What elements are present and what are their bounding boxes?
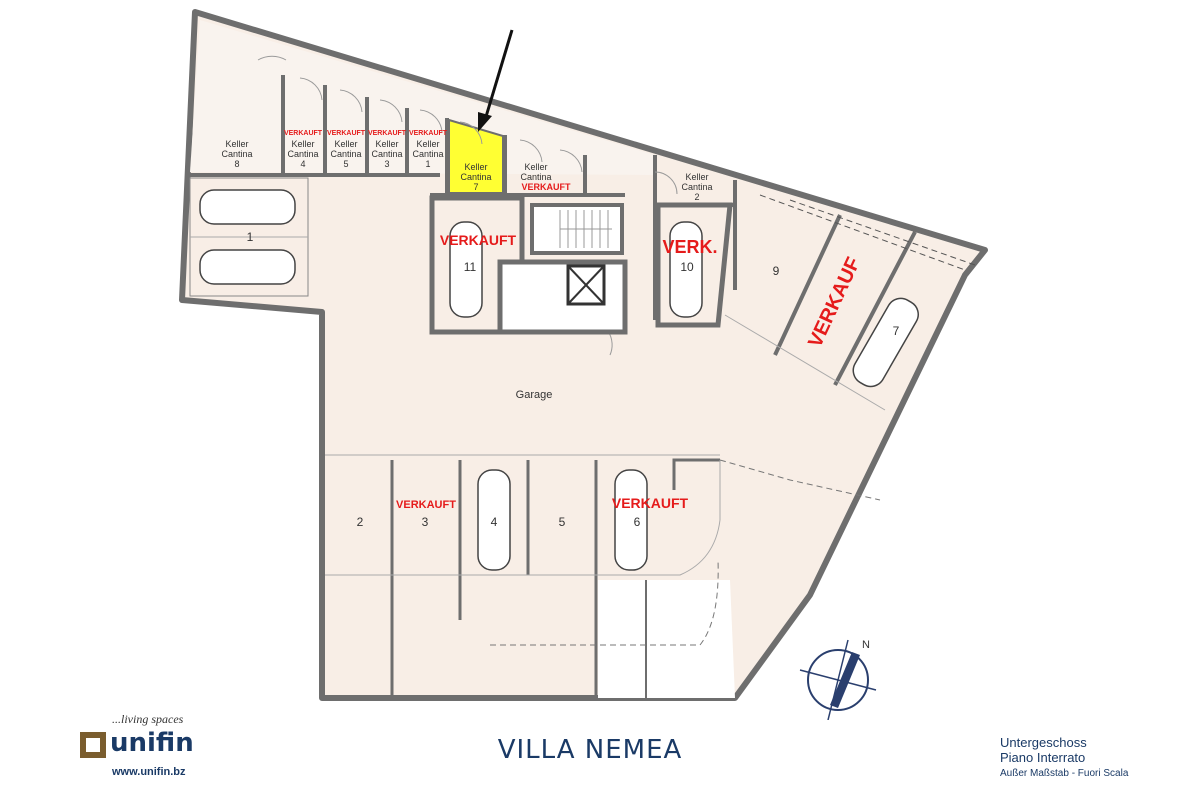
- cellar-1-name: Keller: [416, 139, 439, 149]
- cellar-8-sub: Cantina: [221, 149, 252, 159]
- angled-bays: [733, 180, 917, 386]
- cellar-8-name: Keller: [225, 139, 248, 149]
- cellar-8-num: 8: [234, 159, 239, 169]
- cellar-1-sub: Cantina: [412, 149, 443, 159]
- cellar-4-sub: Cantina: [287, 149, 318, 159]
- floor-name-it: Piano Interrato: [1000, 750, 1086, 765]
- lower-bay-walls: [390, 458, 720, 698]
- cellar-1-sold: VERKAUFT: [409, 130, 448, 137]
- cellar-2-num: 2: [694, 192, 699, 202]
- parking-6-num: 6: [634, 515, 641, 529]
- car-icons: [199, 189, 919, 571]
- parking-9-num: 9: [773, 264, 780, 278]
- cellar-7-sub: Cantina: [460, 172, 491, 182]
- lobby: [497, 259, 628, 335]
- garage-label: Garage: [516, 389, 553, 401]
- cellar-1-num: 1: [425, 159, 430, 169]
- parking-3-sold: VERKAUFT: [396, 499, 456, 511]
- cellar-7-num: 7: [473, 182, 478, 192]
- cellar-3-sub: Cantina: [371, 149, 402, 159]
- cellar-3-num: 3: [384, 159, 389, 169]
- parking-1-num: 1: [247, 230, 254, 244]
- cellar-6-sold: VERKAUFT: [522, 182, 572, 192]
- cellar-3-name: Keller: [375, 139, 398, 149]
- logo-tagline: ...living spaces: [112, 712, 184, 726]
- floor-legend: Untergeschoss Piano Interrato Außer Maßs…: [1000, 735, 1128, 779]
- floor-plan: N Keller Cantina 8 VERKAUFT Keller Canti…: [179, 9, 988, 720]
- parking-4-num: 4: [491, 515, 498, 529]
- parking-6-sold: VERKAUFT: [612, 495, 689, 511]
- project-title: VILLA NEMEA: [497, 735, 683, 765]
- cellar-5-name: Keller: [334, 139, 357, 149]
- logo-mark-icon: [80, 732, 106, 758]
- cellar-2-name: Keller: [685, 172, 708, 182]
- parking-10-num: 10: [680, 260, 694, 274]
- parking-7-num: 7: [893, 324, 900, 338]
- cellar-5-sold: VERKAUFT: [327, 130, 366, 137]
- cellar-2-sub: Cantina: [681, 182, 712, 192]
- parking-10-sold: VERK.: [662, 237, 717, 257]
- stair-treads: [559, 210, 612, 248]
- floor-name-de: Untergeschoss: [1000, 735, 1087, 750]
- cellar-4-num: 4: [300, 159, 305, 169]
- building-outline: [179, 9, 988, 701]
- compass-icon: [799, 639, 877, 720]
- logo-website[interactable]: www.unifin.bz: [112, 766, 186, 778]
- highlighted-cellar-7[interactable]: [448, 118, 504, 194]
- logo-name: unifin: [110, 728, 194, 758]
- cellar-4-name: Keller: [291, 139, 314, 149]
- cellar-6-name: Keller: [524, 162, 547, 172]
- parking-2-num: 2: [357, 515, 364, 529]
- cellar-5-sub: Cantina: [330, 149, 361, 159]
- cellar-4-sold: VERKAUFT: [284, 130, 323, 137]
- cellar-7-name: Keller: [464, 162, 487, 172]
- scale-note: Außer Maßstab - Fuori Scala: [1000, 768, 1129, 779]
- pointer-arrow: [483, 29, 514, 121]
- cellar-3-sold: VERKAUFT: [368, 130, 407, 137]
- parking-11-sold: VERKAUFT: [440, 232, 517, 248]
- compass-label: N: [862, 639, 870, 651]
- unifin-logo[interactable]: ...living spaces unifin www.unifin.bz: [80, 712, 220, 782]
- parking-11-num: 11: [464, 260, 477, 274]
- parking-5-num: 5: [559, 515, 566, 529]
- cellar-6-sub: Cantina: [520, 172, 551, 182]
- cellar-corridor: [190, 20, 655, 175]
- parking-3-num: 3: [422, 515, 429, 529]
- cellar-5-num: 5: [343, 159, 348, 169]
- ramp: [598, 580, 735, 698]
